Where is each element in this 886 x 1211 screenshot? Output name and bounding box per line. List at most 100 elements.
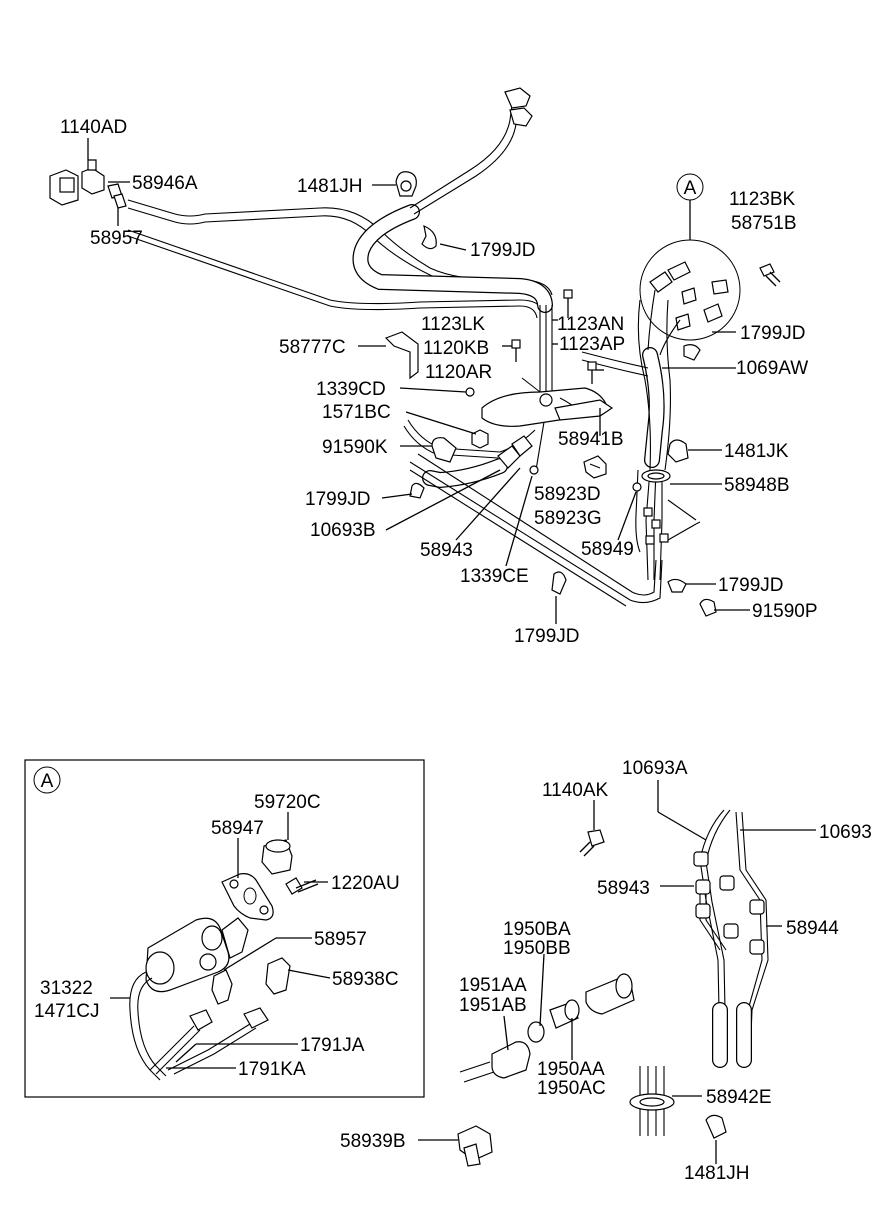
bolt-1120KB — [511, 339, 521, 362]
detail-circle-a-main — [639, 239, 741, 356]
connector-group-left — [49, 159, 127, 209]
clip-1481JK — [667, 439, 689, 463]
clip-91590K — [431, 437, 457, 463]
elbow-fittings — [189, 957, 291, 1031]
label-59720C: 59720C — [254, 792, 321, 813]
leader-lines-detail — [110, 812, 331, 1069]
label-1951AA: 1951AA — [459, 975, 527, 996]
label-58946A: 58946A — [132, 173, 198, 194]
solenoid-valve — [145, 917, 249, 993]
label-10693A: 10693A — [622, 758, 688, 779]
leader-lines-bottom — [418, 780, 816, 1164]
cap-58949 — [632, 482, 642, 492]
label-1140AK: 1140AK — [542, 780, 609, 801]
label-58777C: 58777C — [279, 337, 346, 358]
right-pipe-bundle — [581, 299, 701, 581]
label-58947: 58947 — [211, 818, 264, 839]
switch-58923D — [583, 455, 607, 479]
label-58941B: 58941B — [558, 429, 624, 450]
label-1471CJ: 1471CJ — [34, 1001, 100, 1022]
label-1069AW: 1069AW — [736, 358, 808, 379]
clip-91590P — [699, 598, 717, 617]
long-lower-pipe — [409, 453, 663, 607]
bracket-58941B — [481, 377, 614, 427]
bolt-1120AR — [587, 361, 597, 384]
label-58957-top: 58957 — [90, 228, 143, 249]
label-58949: 58949 — [581, 539, 634, 560]
screw-1220AU — [285, 877, 319, 895]
label-1950AC: 1950AC — [537, 1078, 606, 1099]
label-1481JH-bottom: 1481JH — [684, 1163, 750, 1184]
label-58923G: 58923G — [534, 508, 602, 529]
label-1799JD-4: 1799JD — [718, 575, 784, 596]
bolt-1123AN — [563, 289, 573, 318]
label-1791JA: 1791JA — [300, 1035, 365, 1056]
filter-59720C — [261, 839, 293, 875]
connector-1951AA — [459, 973, 635, 1083]
nut-1339CD — [465, 387, 475, 397]
label-1123BK: 1123BK — [729, 189, 796, 210]
label-1140AD: 1140AD — [60, 117, 127, 138]
label-1339CD: 1339CD — [316, 379, 386, 400]
bundle-fittings — [643, 507, 669, 545]
clip-58948B — [641, 469, 671, 483]
label-1120AR: 1120AR — [425, 362, 492, 383]
label-1220AU: 1220AU — [331, 873, 400, 894]
label-58943-top: 58943 — [420, 540, 473, 561]
detail-box-marker: A — [41, 771, 54, 792]
connector-58939B — [457, 1125, 493, 1167]
clamp-58942E — [629, 1066, 675, 1136]
label-58939B: 58939B — [340, 1131, 406, 1152]
label-1950BB: 1950BB — [503, 938, 571, 959]
hose-lower-left — [403, 419, 536, 489]
label-1120KB: 1120KB — [423, 338, 489, 359]
label-58943-bottom: 58943 — [597, 878, 650, 899]
label-1950AA: 1950AA — [537, 1059, 605, 1080]
clip-1799JD-left — [409, 482, 425, 499]
label-1481JH-top: 1481JH — [297, 176, 363, 197]
hose-sleeve — [352, 204, 553, 313]
bolt-1123BK — [759, 263, 781, 287]
bottom-right-assembly — [418, 780, 816, 1167]
callout-labels: 1140AD 58946A 58957 1481JH 1799JD 1123BK… — [34, 117, 872, 1184]
leader-lines-top — [87, 138, 750, 624]
bracket-58777C — [384, 331, 419, 380]
label-1950BA: 1950BA — [503, 919, 571, 940]
label-1123AP: 1123AP — [559, 334, 625, 355]
clip-1481JH-bottom — [705, 1114, 727, 1139]
clip-1799JD-right — [667, 578, 687, 593]
bolt-1140AK — [579, 829, 605, 857]
label-58923D: 58923D — [534, 484, 601, 505]
label-91590P: 91590P — [752, 601, 818, 622]
label-1791KA: 1791KA — [238, 1059, 306, 1080]
detail-box-a: A — [24, 759, 425, 1098]
label-58957-detail: 58957 — [314, 929, 367, 950]
label-1123AN: 1123AN — [557, 314, 624, 335]
label-1799JD-3: 1799JD — [305, 489, 371, 510]
label-1571BC: 1571BC — [322, 402, 391, 423]
label-1799JD-2: 1799JD — [740, 323, 806, 344]
detail-hoses — [129, 971, 257, 1081]
label-91590K: 91590K — [322, 437, 388, 458]
label-1339CE: 1339CE — [460, 566, 529, 587]
label-1799JD-1: 1799JD — [470, 240, 536, 261]
label-1123LK: 1123LK — [421, 314, 485, 335]
label-1481JK: 1481JK — [724, 441, 789, 462]
clip-1799JD-bottom — [551, 571, 567, 595]
vertical-pipe-bundle — [535, 305, 553, 471]
label-10693B: 10693B — [310, 520, 376, 541]
nut-1339CE — [529, 465, 539, 475]
clamp-1481JH-top — [395, 171, 417, 197]
grommet-1571BC — [471, 429, 489, 449]
label-31322: 31322 — [40, 978, 93, 999]
label-58751B: 58751B — [731, 213, 797, 234]
pipe-bundle-10693 — [699, 809, 769, 1068]
bundle-fittings-bottom — [693, 851, 765, 955]
label-58948B: 58948B — [724, 475, 790, 496]
clip-1799JD-upper — [421, 224, 437, 250]
gasket-58947 — [221, 873, 274, 921]
detail-a-callout-circle — [676, 173, 704, 201]
upper-branch-pipes — [409, 87, 533, 215]
main-assembly — [127, 87, 701, 607]
